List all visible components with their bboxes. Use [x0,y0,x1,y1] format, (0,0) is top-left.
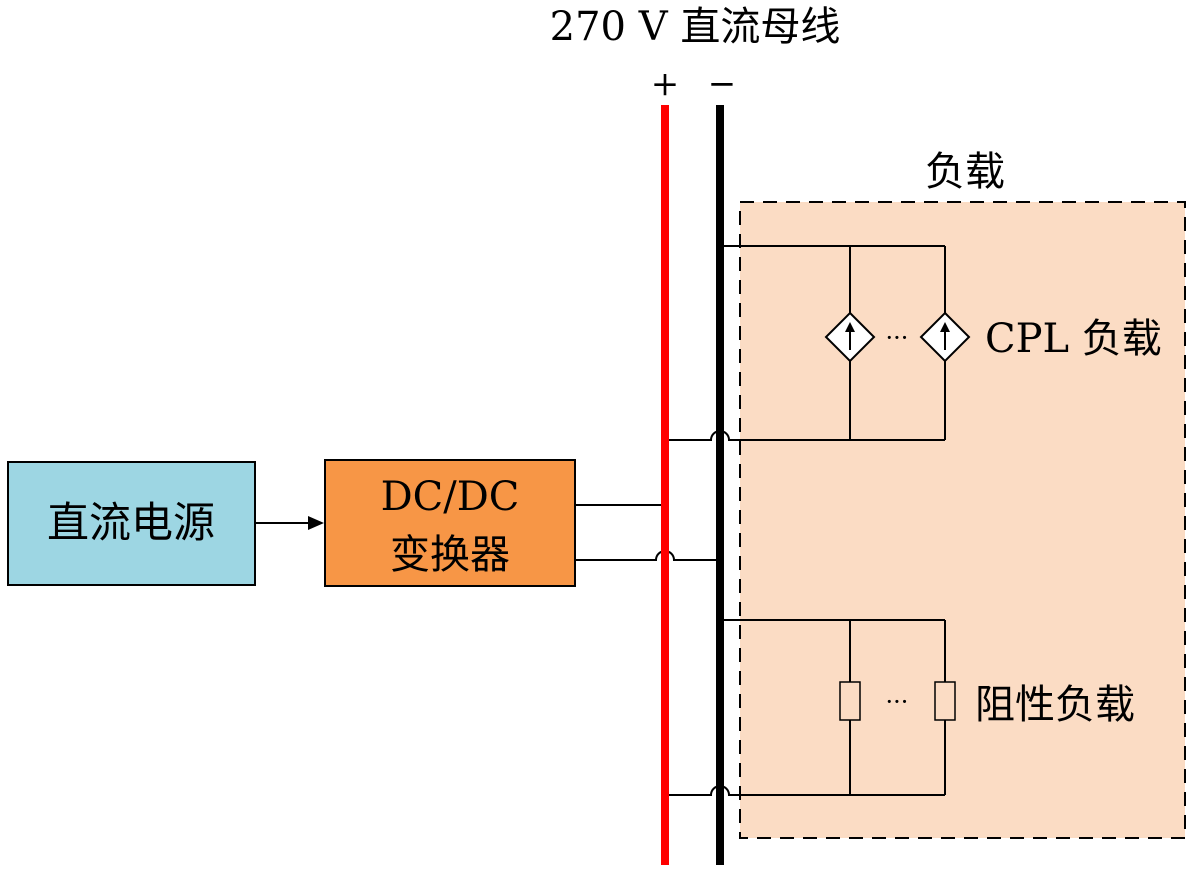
resistive-ellipsis: ··· [886,688,909,716]
converter-label-line1: DC/DC [381,474,520,520]
load-region-box [739,201,1186,839]
bus-plus-symbol: + [651,64,680,104]
dcdc-converter-box [324,459,576,587]
dc-source-box [7,461,256,586]
resistor-1 [839,681,861,721]
arrow-head [308,516,324,530]
resistive-load-label: 阻性负载 [975,682,1135,728]
cpl-load-label: CPL 负载 [985,316,1162,362]
dc-source-label: 直流电源 [47,498,215,547]
resistor-2 [934,681,956,721]
converter-to-minus-wire [575,550,720,561]
bus-minus-symbol: − [708,64,737,104]
cpl-current-source-1 [824,311,876,363]
converter-label-line2: 变换器 [390,532,510,578]
cpl-current-source-2 [919,311,971,363]
load-region-label: 负载 [925,149,1005,195]
cpl-ellipsis: ··· [886,324,909,352]
bus-title: 270 V 直流母线 [550,4,841,50]
